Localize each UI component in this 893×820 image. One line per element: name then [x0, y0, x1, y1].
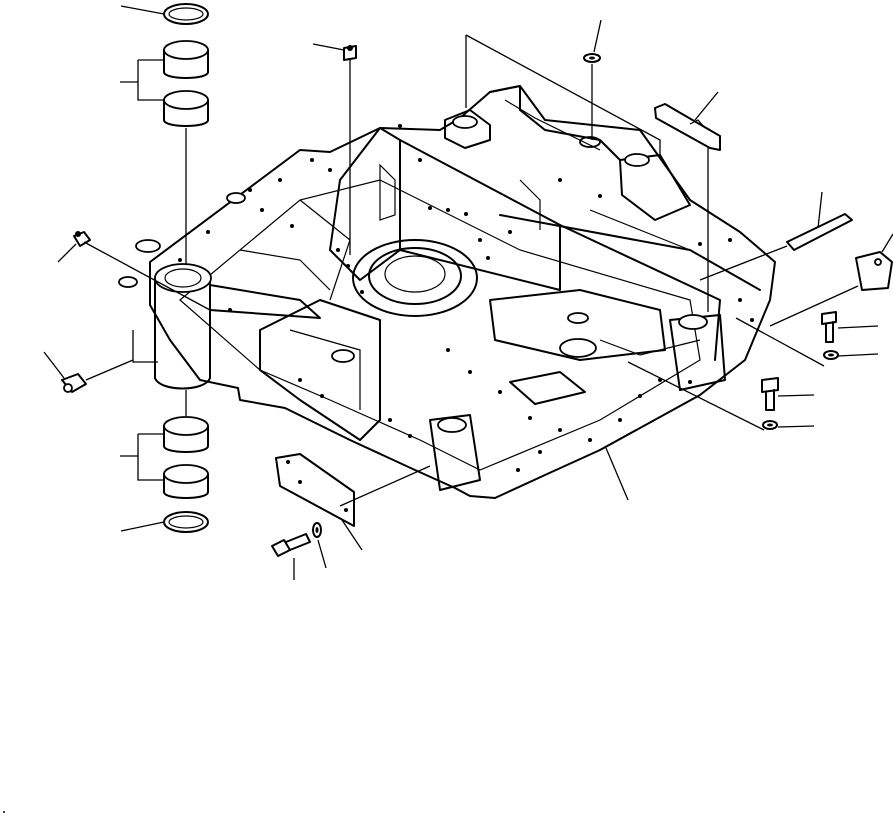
washer-icon	[823, 350, 839, 360]
bushing-icon	[163, 416, 209, 499]
washer-icon	[762, 420, 778, 430]
bolt-icon	[761, 377, 779, 411]
bracket-icon	[855, 251, 893, 291]
bolt-holes	[178, 124, 754, 472]
grease-fitting-icon	[61, 373, 87, 393]
bolt-icon	[271, 533, 311, 557]
o-ring-icon	[163, 511, 209, 533]
plate-icon	[654, 103, 721, 151]
washer-icon	[312, 522, 322, 538]
plug-icon	[343, 45, 357, 61]
plate-icon	[275, 453, 355, 527]
revolving-frame-icon	[118, 85, 776, 499]
bolt-icon	[821, 311, 837, 343]
o-ring-icon	[163, 3, 209, 25]
washer-icon	[583, 53, 601, 63]
strip-icon	[786, 213, 853, 251]
bushing-icon	[163, 40, 209, 127]
grease-fitting-icon	[73, 231, 91, 247]
